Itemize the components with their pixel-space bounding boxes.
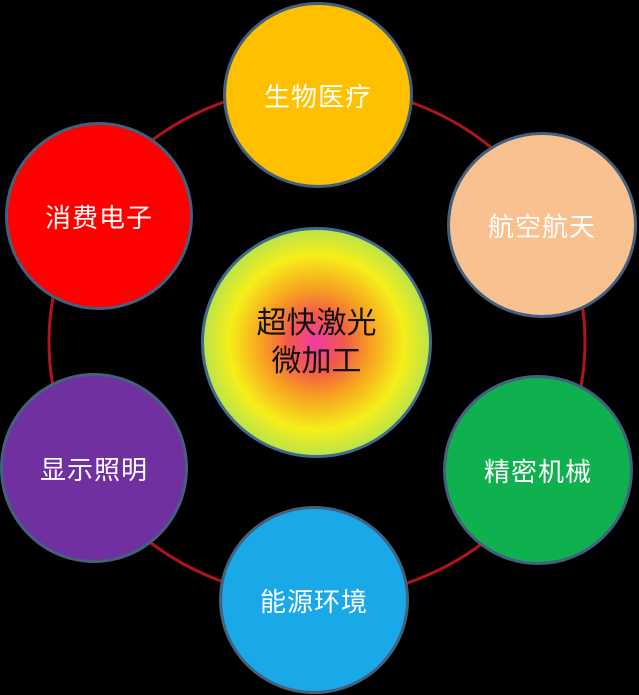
node-biomedical: 生物医疗 (223, 2, 413, 188)
hub-label-line2: 微加工 (271, 343, 362, 379)
node-energy-environment: 能源环境 (219, 506, 409, 694)
node-label: 显示照明 (39, 455, 148, 486)
node-label: 消费电子 (44, 203, 153, 234)
node-label: 航空航天 (487, 212, 596, 243)
hub-label-line1: 超快激光 (256, 305, 377, 341)
hub-circle: 超快激光 微加工 (201, 227, 432, 458)
node-display-lighting: 显示照明 (0, 373, 188, 563)
node-label: 生物医疗 (263, 82, 372, 113)
node-consumer-electronics: 消费电子 (5, 122, 193, 310)
node-precision-machinery: 精密机械 (443, 375, 633, 565)
node-aerospace: 航空航天 (447, 132, 637, 318)
node-label: 精密机械 (483, 457, 592, 488)
node-label: 能源环境 (259, 587, 368, 618)
